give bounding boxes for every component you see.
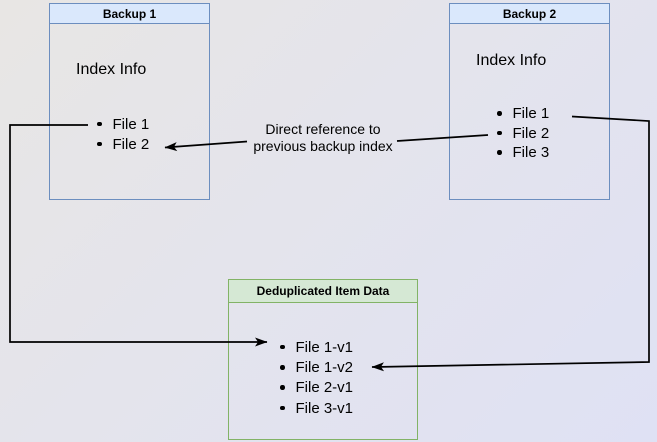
bullet-icon (97, 141, 102, 147)
bullet-icon (280, 405, 285, 411)
list-item-label: File 1-v1 (295, 338, 354, 356)
bullet-icon (280, 344, 285, 350)
backup2-title: Backup 2 (502, 6, 557, 21)
bullet-icon (280, 385, 285, 390)
bullet-icon (497, 150, 502, 155)
backup2-index-info-label: Index Info (476, 52, 547, 69)
list-item: File 2 (97, 134, 149, 154)
edge-label: Direct reference to previous backup inde… (253, 121, 392, 155)
edge-label-line2: previous backup index (253, 138, 393, 154)
backup1-index-info-label: Index Info (76, 61, 147, 78)
list-item: File 1-v1 (280, 337, 353, 357)
list-item-label: File 2 (112, 135, 150, 153)
backup1-box: Backup 1 Index Info File 1 File 2 (49, 3, 210, 200)
list-item: File 3-v1 (280, 398, 353, 418)
list-item-label: File 3-v1 (295, 399, 354, 417)
list-item: File 3 (497, 143, 549, 162)
list-item-label: File 3 (512, 143, 550, 161)
dedup-title: Deduplicated Item Data (256, 284, 390, 298)
bullet-icon (280, 365, 285, 370)
bullet-icon (97, 121, 102, 127)
edge-label-line1: Direct reference to (265, 121, 381, 137)
list-item: File 2-v1 (280, 378, 353, 398)
list-item: File 1 (497, 104, 549, 123)
list-item-label: File 2 (512, 124, 550, 142)
list-item-label: File 1 (112, 115, 150, 133)
dedup-header: Deduplicated Item Data (229, 280, 417, 303)
bullet-icon (497, 111, 502, 116)
list-item-label: File 2-v1 (295, 379, 354, 397)
backup1-header: Backup 1 (50, 4, 209, 24)
bullet-icon (497, 130, 502, 136)
backup1-title: Backup 1 (102, 6, 157, 21)
backup2-header: Backup 2 (450, 4, 609, 24)
list-item-label: File 1-v2 (295, 358, 354, 376)
list-item: File 1 (97, 114, 149, 134)
backup1-file-list: File 1 File 2 (97, 114, 149, 154)
list-item: File 2 (497, 123, 549, 142)
list-item-label: File 1 (512, 105, 550, 123)
list-item: File 1-v2 (280, 357, 353, 377)
